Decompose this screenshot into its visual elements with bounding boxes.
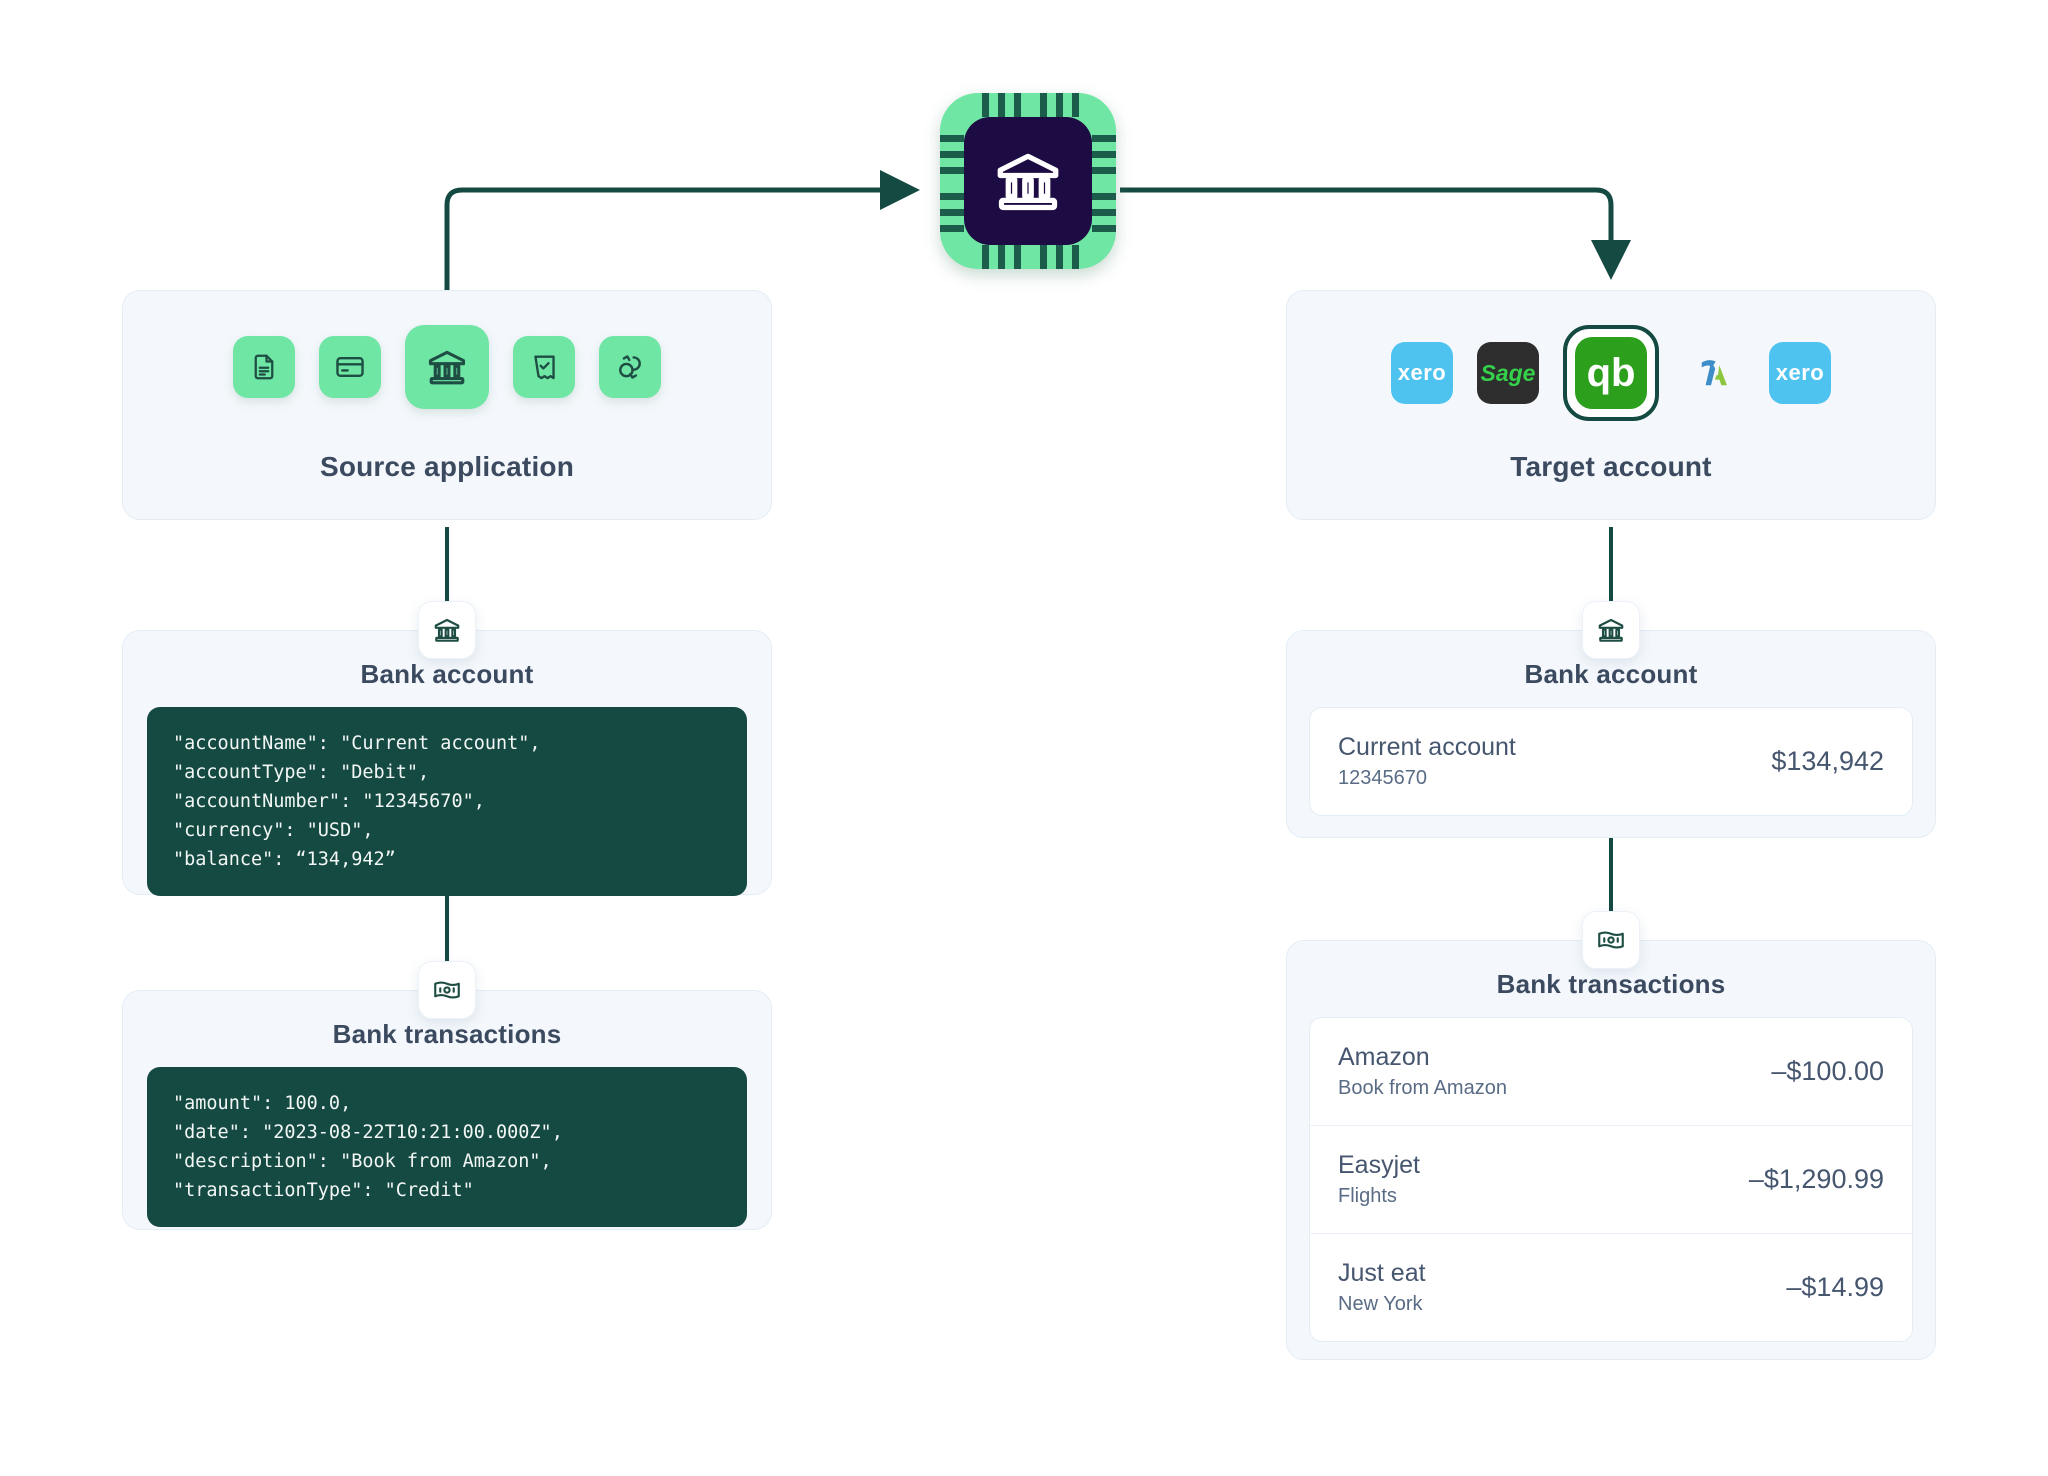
xero-logo-label: xero [1397, 360, 1447, 385]
target-logo-freeagent[interactable] [1683, 342, 1745, 404]
source-bank-transactions-badge [418, 961, 476, 1019]
target-bank-account-rows: Current account 12345670 $134,942 [1309, 707, 1913, 816]
transaction-name: Just eat [1338, 1259, 1426, 1287]
source-bank-transactions-title: Bank transactions [332, 1019, 562, 1049]
target-logo-xero[interactable]: xero [1391, 342, 1453, 404]
quickbooks-logo: qb [1575, 337, 1647, 409]
chip-notch [1014, 93, 1021, 117]
target-bank-transactions-card: Bank transactions Amazon Book from Amazo… [1286, 940, 1936, 1360]
chip-notch [1014, 245, 1021, 269]
target-bank-account-badge [1582, 601, 1640, 659]
chip-notch [1092, 151, 1116, 158]
target-bank-account-card: Bank account Current account 12345670 $1… [1286, 630, 1936, 838]
chip-notch [940, 135, 964, 142]
chip-notch [982, 245, 989, 269]
target-bank-transactions-title: Bank transactions [1496, 969, 1726, 999]
source-application-panel: Source application [122, 290, 772, 520]
table-row[interactable]: Just eat New York –$14.99 [1310, 1234, 1912, 1341]
chip-notch [940, 193, 964, 200]
target-bank-transactions-badge [1582, 911, 1640, 969]
source-tile-bank-icon[interactable] [405, 325, 489, 409]
target-logo-quickbooks-selected[interactable]: qb [1563, 325, 1659, 421]
source-tile-sync-icon[interactable] [599, 336, 661, 398]
bank-icon [1598, 618, 1624, 642]
table-row[interactable]: Current account 12345670 $134,942 [1310, 708, 1912, 815]
receipt-check-icon [533, 354, 555, 379]
chip-notch [940, 225, 964, 232]
document-icon [254, 354, 274, 380]
chip-notch [998, 93, 1005, 117]
transaction-amount: –$14.99 [1786, 1272, 1884, 1302]
banknote-icon [434, 981, 460, 999]
quickbooks-logo-label: qb [1586, 351, 1636, 395]
chip-notch [1056, 245, 1063, 269]
row-text: Easyjet Flights [1338, 1148, 1420, 1211]
source-tile-receipt-check-icon[interactable] [513, 336, 575, 398]
chip-face [964, 117, 1092, 245]
source-bank-transactions-code: "amount": 100.0, "date": "2023-08-22T10:… [147, 1067, 747, 1227]
source-application-title: Source application [319, 451, 575, 482]
bank-icon [428, 350, 466, 385]
transaction-name: Amazon [1338, 1043, 1430, 1071]
chip-notch [1092, 193, 1116, 200]
chip-notch [1092, 209, 1116, 216]
target-bank-account-title: Bank account [1524, 659, 1698, 689]
bank-icon [997, 153, 1059, 211]
chip-notch [1040, 93, 1047, 117]
transaction-description: Flights [1338, 1185, 1397, 1207]
target-logo-list: xero Sage qb xero [1287, 325, 1935, 421]
transaction-amount: –$1,290.99 [1748, 1164, 1884, 1194]
source-bank-account-title: Bank account [360, 659, 534, 689]
transaction-amount: –$100.00 [1771, 1056, 1884, 1086]
chip-notch [940, 167, 964, 174]
transaction-description: Book from Amazon [1338, 1077, 1507, 1099]
account-number: 12345670 [1338, 767, 1427, 789]
source-tile-credit-card-icon[interactable] [319, 336, 381, 398]
source-tile-document-icon[interactable] [233, 336, 295, 398]
chip-notch [1092, 167, 1116, 174]
source-tile-list [123, 325, 771, 409]
central-connector-chip [940, 93, 1116, 269]
chip-notch [1092, 135, 1116, 142]
chip-notch [940, 209, 964, 216]
chip-notch [1092, 225, 1116, 232]
freeagent-icon [1701, 360, 1727, 386]
bank-icon [434, 618, 460, 642]
table-row[interactable]: Easyjet Flights –$1,290.99 [1310, 1126, 1912, 1234]
target-logo-sage[interactable]: Sage [1477, 342, 1539, 404]
sage-logo-label: Sage [1480, 359, 1536, 386]
xero-logo-label-alt: xero [1775, 360, 1825, 385]
account-name: Current account [1338, 733, 1516, 761]
chip-notch [940, 151, 964, 158]
row-text: Current account 12345670 [1338, 730, 1516, 793]
chip-notch [1040, 245, 1047, 269]
chip-notch [1072, 93, 1079, 117]
account-balance: $134,942 [1771, 746, 1884, 776]
target-account-title: Target account [1510, 451, 1712, 482]
row-text: Amazon Book from Amazon [1338, 1040, 1507, 1103]
target-account-panel: xero Sage qb xero Target account [1286, 290, 1936, 520]
credit-card-icon [336, 357, 364, 377]
row-text: Just eat New York [1338, 1256, 1426, 1319]
target-bank-transactions-rows: Amazon Book from Amazon –$100.00 Easyjet… [1309, 1017, 1913, 1342]
source-bank-transactions-card: Bank transactions "amount": 100.0, "date… [122, 990, 772, 1230]
source-bank-account-badge [418, 601, 476, 659]
source-bank-account-code: "accountName": "Current account", "accou… [147, 707, 747, 896]
source-bank-account-card: Bank account "accountName": "Current acc… [122, 630, 772, 896]
chip-notch [1056, 93, 1063, 117]
chip-notch [982, 93, 989, 117]
transaction-description: New York [1338, 1293, 1423, 1315]
sync-icon [619, 355, 641, 379]
table-row[interactable]: Amazon Book from Amazon –$100.00 [1310, 1018, 1912, 1126]
target-logo-xero-alt[interactable]: xero [1769, 342, 1831, 404]
chip-notch [998, 245, 1005, 269]
banknote-icon [1598, 931, 1624, 949]
chip-notch [1072, 245, 1079, 269]
transaction-name: Easyjet [1338, 1151, 1420, 1179]
